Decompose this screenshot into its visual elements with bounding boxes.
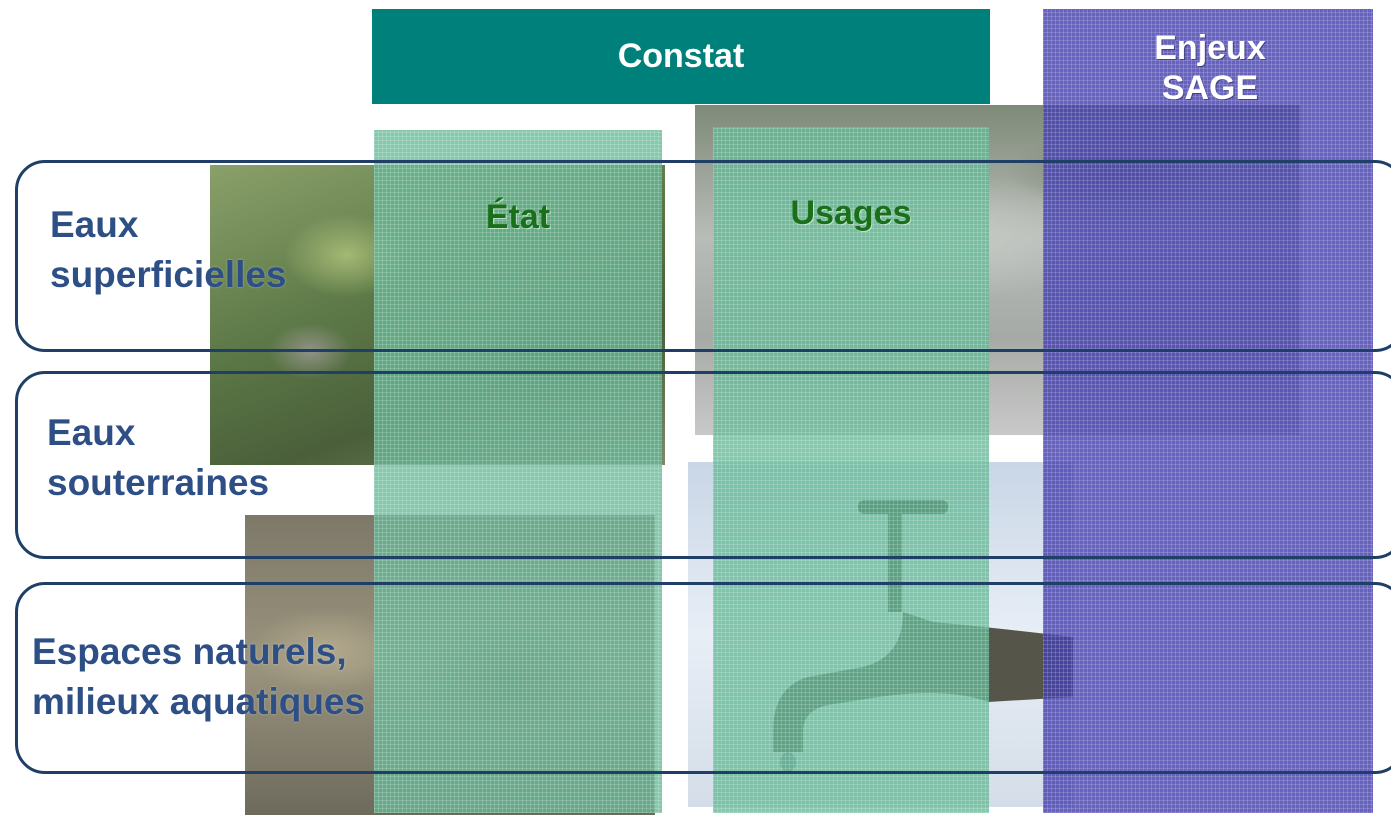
row-label-line2: superficielles — [50, 254, 287, 295]
enjeux-column — [1043, 9, 1373, 813]
row-label-line2: milieux aquatiques — [32, 681, 366, 722]
constat-label: Constat — [617, 37, 745, 75]
etat-title: État — [485, 198, 551, 236]
row-label-line1: Espaces naturels, — [32, 631, 347, 672]
enjeux-sage-title: Enjeux SAGE — [1045, 28, 1375, 108]
row-label-line1: Eaux — [47, 412, 136, 453]
row-label-eaux-superficielles: Eaux superficielles — [50, 200, 287, 300]
row-label-espaces-naturels: Espaces naturels, milieux aquatiques — [32, 627, 365, 727]
row-eaux-superficielles-frame — [15, 160, 1391, 352]
etat-column — [374, 130, 662, 813]
enjeux-title-line1: Enjeux — [1154, 29, 1266, 67]
row-eaux-souterraines-frame — [15, 371, 1391, 559]
enjeux-title-line2: SAGE — [1161, 69, 1259, 107]
usages-column — [713, 127, 989, 813]
row-espaces-naturels-frame — [15, 582, 1391, 774]
row-label-eaux-souterraines: Eaux souterraines — [47, 408, 269, 508]
usages-title: Usages — [790, 194, 912, 232]
constat-header: Constat — [372, 9, 990, 104]
row-label-line1: Eaux — [50, 204, 139, 245]
row-label-line2: souterraines — [47, 462, 270, 503]
